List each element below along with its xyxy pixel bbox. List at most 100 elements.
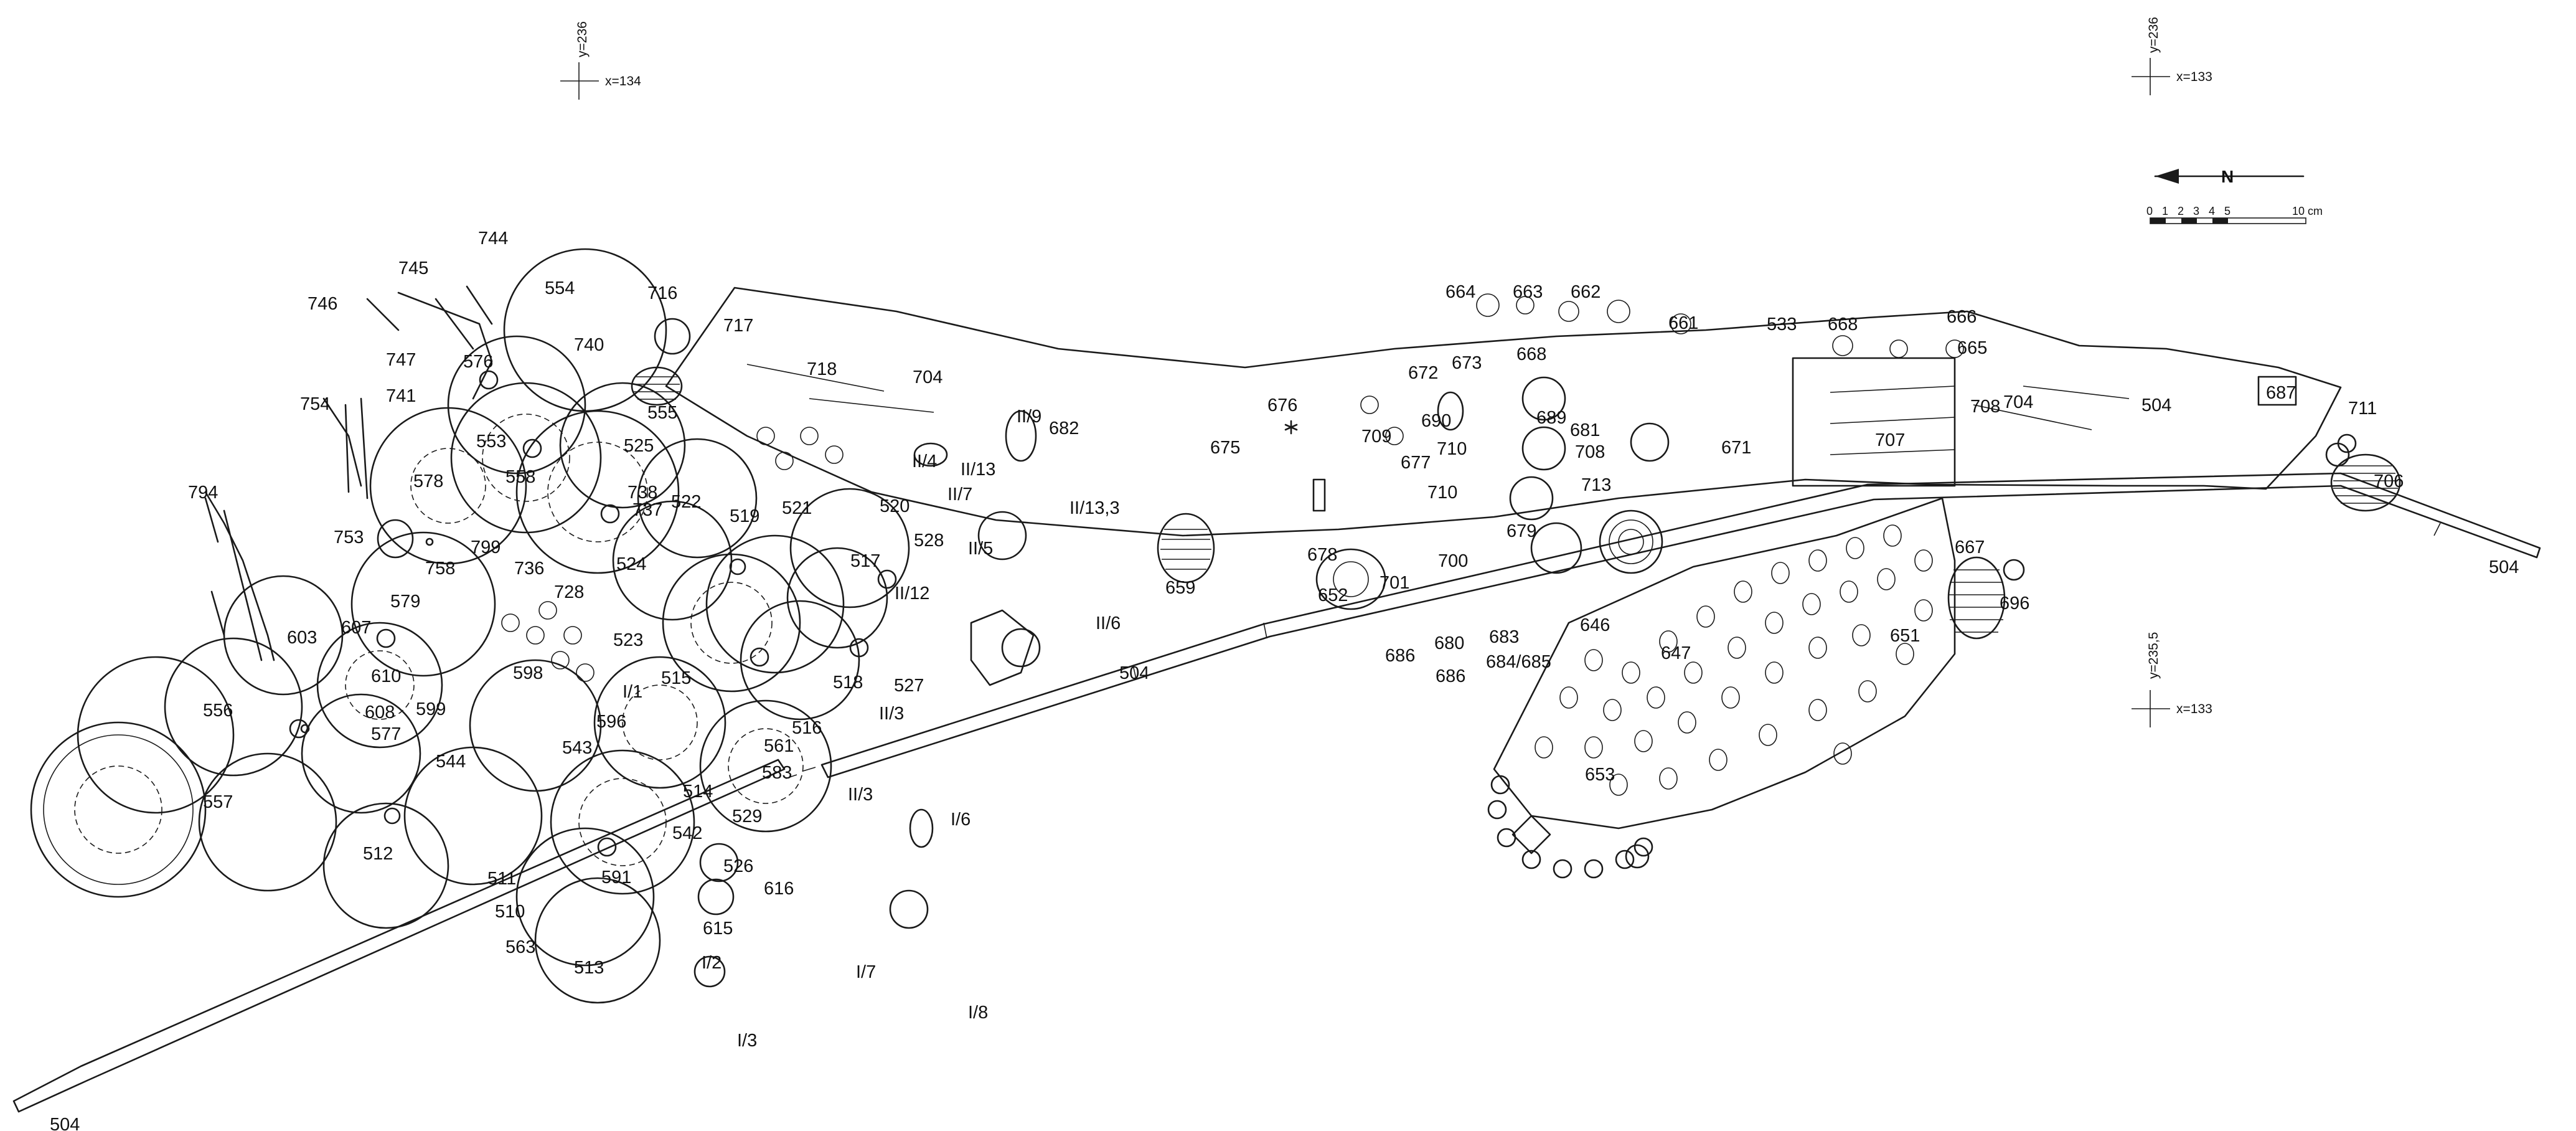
label-651: 651 [1890,626,1920,646]
label-554: 554 [545,278,575,298]
label-II-12: II/12 [895,584,929,603]
label-607: 607 [341,618,371,638]
label-II-6: II/6 [1096,613,1121,633]
label-664: 664 [1445,282,1475,302]
label-518: 518 [833,673,863,693]
label-598: 598 [513,663,543,683]
ring-chain [1487,775,1653,879]
label-682: 682 [1049,419,1079,438]
label-563: 563 [505,937,535,957]
board-707 [1792,357,1956,487]
coiled-beads-left [204,285,691,661]
label-528: 528 [914,531,944,551]
label-515: 515 [661,668,691,688]
scale-tick-10cm: 10 cm [2292,205,2323,217]
label-668: 668 [1828,315,1858,334]
label-681: 681 [1570,420,1600,440]
label-596: 596 [596,712,626,732]
label-608: 608 [365,703,395,722]
label-591: 591 [601,868,631,887]
label-527: 527 [894,676,924,696]
label-522: 522 [671,492,701,512]
label-747: 747 [386,350,416,370]
label-708: 708 [1970,397,2000,417]
label-746: 746 [308,294,337,314]
label-521: 521 [782,498,812,518]
label-675: 675 [1210,438,1240,458]
label-659: 659 [1165,578,1195,598]
label-577: 577 [371,724,401,744]
scale-tick-4: 4 [2209,205,2215,217]
label-610: 610 [371,666,401,686]
label-II-13-3: II/13,3 [1069,498,1120,518]
disc-ornaments [30,248,910,1004]
shield-rivets [1535,524,1933,796]
label-647: 647 [1661,643,1691,663]
label-696: 696 [2000,594,2029,613]
north-arrow: N [2154,167,2305,186]
label-578: 578 [413,471,443,491]
label-687: 687 [2266,383,2296,403]
label-II-4: II/4 [912,452,937,471]
scale-tick-5: 5 [2224,205,2230,217]
label-706: 706 [2374,471,2404,491]
label-680: 680 [1434,633,1464,653]
label-555: 555 [647,403,677,423]
marker-x-label: x=133 [2176,70,2212,84]
label-709: 709 [1361,427,1391,447]
label-736: 736 [514,559,544,579]
label-677: 677 [1401,453,1431,473]
label-704: 504 [2141,395,2171,415]
label-744: 744 [478,229,508,248]
marker-y-label: y=236 [2146,17,2161,53]
label-794: 794 [188,483,218,503]
coordinate-marker-2: y=236 x=133 [2132,17,2212,95]
label-524: 524 [616,554,646,574]
north-label: N [2221,167,2234,186]
label-523: 523 [613,630,643,650]
small-beads [501,293,1964,682]
label-666: 666 [1947,307,1977,327]
label-704: 704 [2003,392,2033,412]
marker-y-label: y=236 [575,21,590,57]
label-678: 678 [1307,545,1337,565]
label-718: 718 [807,359,837,379]
label-652: 652 [1318,585,1348,605]
lance-504 [820,472,2541,778]
label-520: 520 [880,496,910,516]
label-646: 646 [1580,615,1610,635]
label-701: 701 [1380,573,1409,593]
label-557: 557 [203,792,233,812]
label-745: 745 [398,258,428,278]
box-687 [2257,376,2297,406]
label-683: 683 [1489,627,1519,647]
label-679: 679 [1507,521,1536,541]
coiled-bead-706 [2325,433,2401,512]
label-I-7: I/7 [856,962,876,982]
label-511: 511 [487,869,516,889]
label-710: 710 [1427,483,1457,503]
scale-tick-2: 2 [2178,205,2184,217]
label-579: 579 [390,592,420,612]
label-758: 758 [425,559,455,579]
label-II-3: II/3 [879,704,904,724]
marker-x-label: x=134 [605,74,641,88]
label-667: 667 [1955,537,1985,557]
label-686: 686 [1385,646,1415,666]
label-713: 713 [1581,475,1611,495]
label-558: 558 [505,467,535,487]
spiral-chains [204,291,493,661]
label-599: 599 [416,699,446,719]
label-740: 740 [574,335,604,355]
label-583: 583 [762,763,792,783]
label-754: 754 [300,394,330,414]
label-686: 686 [1436,666,1465,686]
label-556: 556 [203,701,233,721]
label-603: 603 [287,628,317,648]
label-533: 533 [1767,315,1797,334]
label-529: 529 [732,807,762,826]
label-689: 689 [1536,408,1566,428]
coordinate-marker-3: y=235,5 x=133 [2132,632,2212,727]
object-number-labels: 504 504 704 504 510 511 512 513 514 515 … [50,229,2519,1131]
scale-tick-0: 0 [2146,205,2153,217]
